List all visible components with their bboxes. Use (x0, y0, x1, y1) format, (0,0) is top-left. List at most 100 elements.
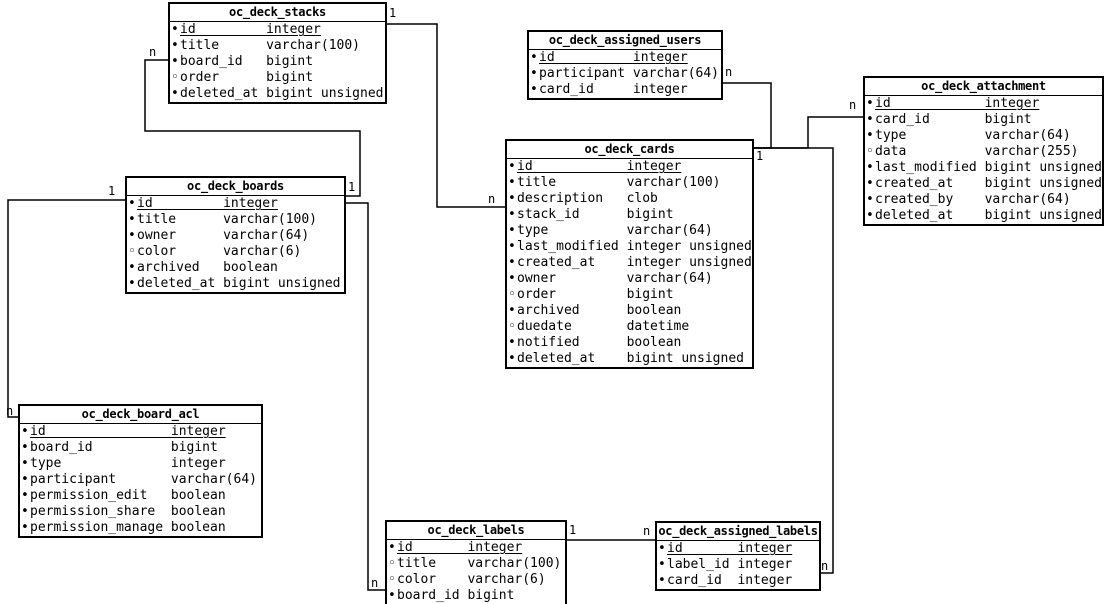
column-row-id: •id integer (127, 196, 344, 212)
entity-title: oc_deck_assigned_labels (657, 523, 819, 541)
column-text: participant varchar(64) (539, 66, 720, 81)
not-null-marker-icon: • (866, 112, 874, 127)
column-row-owner: •owner varchar(64) (507, 271, 752, 287)
column-row-notified: •notified boolean (507, 335, 752, 351)
column-row-order: ◦order bigint (507, 287, 752, 303)
column-row-id: •id integer (20, 424, 261, 440)
column-row-participant: •participant varchar(64) (20, 472, 261, 488)
entity-title: oc_deck_boards (127, 178, 344, 196)
cardinality-label-n: n (849, 98, 857, 112)
column-text: permission_edit boolean (30, 488, 226, 503)
column-row-last_modified: •last_modified bigint unsigned (865, 160, 1102, 176)
column-row-label_id: •label_id integer (657, 557, 819, 573)
not-null-marker-icon: • (866, 176, 874, 191)
column-text: stack_id bigint (517, 207, 674, 222)
cardinality-label-n: n (725, 65, 733, 79)
primary-key-column-text: id integer (137, 196, 278, 211)
entity-table-oc_deck_attachment: oc_deck_attachment•id integer•card_id bi… (863, 76, 1104, 226)
not-null-marker-icon: • (21, 440, 29, 455)
column-text: card_id integer (539, 82, 688, 97)
column-text: title varchar(100) (180, 38, 361, 53)
entity-table-oc_deck_cards: oc_deck_cards•id integer•title varchar(1… (505, 139, 754, 369)
not-null-marker-icon: • (508, 175, 516, 190)
not-null-marker-icon: • (658, 541, 666, 556)
column-row-created_by: •created_by varchar(64) (865, 192, 1102, 208)
column-text: label_id integer (667, 557, 793, 572)
column-row-permission_share: •permission_share boolean (20, 504, 261, 520)
column-row-card_id: •card_id integer (529, 82, 721, 98)
not-null-marker-icon: • (866, 192, 874, 207)
column-row-title: •title varchar(100) (507, 175, 752, 191)
not-null-marker-icon: • (508, 223, 516, 238)
cardinality-label-1: 1 (389, 6, 397, 20)
column-text: type varchar(64) (875, 128, 1071, 143)
primary-key-column-text: id integer (539, 50, 688, 65)
column-row-id: •id integer (529, 50, 721, 66)
column-row-deleted_at: •deleted_at bigint unsigned (865, 208, 1102, 224)
column-text: created_by varchar(64) (875, 192, 1071, 207)
column-text: deleted_at bigint unsigned (875, 208, 1102, 223)
connector-oc_deck_boards-oc_deck_board_acl (7, 199, 125, 418)
cardinality-label-n: n (488, 192, 496, 206)
not-null-marker-icon: • (658, 573, 666, 588)
column-row-color: ◦color varchar(6) (387, 572, 565, 588)
connector-oc_deck_stacks-oc_deck_cards (386, 23, 505, 208)
column-row-deleted_at: •deleted_at bigint unsigned (507, 351, 752, 367)
not-null-marker-icon: • (508, 303, 516, 318)
column-row-last_modified: •last_modified integer unsigned (507, 239, 752, 255)
not-null-marker-icon: • (21, 520, 29, 535)
column-text: board_id bigint (180, 54, 314, 69)
not-null-marker-icon: • (866, 128, 874, 143)
column-row-id: •id integer (387, 540, 565, 556)
primary-key-column-text: id integer (517, 159, 682, 174)
cardinality-label-n: n (821, 559, 829, 573)
column-text: last_modified integer unsigned (517, 239, 752, 254)
column-row-card_id: •card_id bigint (865, 112, 1102, 128)
connector-oc_deck_cards-oc_deck_attachment (753, 116, 863, 149)
column-text: notified boolean (517, 335, 682, 350)
column-row-board_id: •board_id bigint (170, 54, 385, 70)
not-null-marker-icon: • (530, 82, 538, 97)
not-null-marker-icon: • (128, 212, 136, 227)
column-row-deleted_at: •deleted_at bigint unsigned (127, 276, 344, 292)
not-null-marker-icon: • (530, 50, 538, 65)
cardinality-label-1: 1 (756, 149, 764, 163)
column-text: title varchar(100) (517, 175, 721, 190)
column-text: color varchar(6) (137, 244, 302, 259)
column-row-title: •title varchar(100) (127, 212, 344, 228)
not-null-marker-icon: • (508, 239, 516, 254)
entity-title: oc_deck_assigned_users (529, 32, 721, 50)
primary-key-column-text: id integer (875, 96, 1040, 111)
nullable-marker-icon: ◦ (388, 556, 396, 571)
nullable-marker-icon: ◦ (508, 287, 516, 302)
entity-title: oc_deck_attachment (865, 78, 1102, 96)
column-text: description clob (517, 191, 658, 206)
primary-key-column-text: id integer (667, 541, 793, 556)
column-row-duedate: ◦duedate datetime (507, 319, 752, 335)
not-null-marker-icon: • (171, 86, 179, 101)
not-null-marker-icon: • (508, 207, 516, 222)
connector-oc_deck_boards-oc_deck_stacks (144, 59, 361, 197)
not-null-marker-icon: • (508, 271, 516, 286)
cardinality-label-1: 1 (108, 184, 116, 198)
entity-table-oc_deck_assigned_users: oc_deck_assigned_users•id integer•partic… (527, 30, 723, 100)
not-null-marker-icon: • (508, 159, 516, 174)
not-null-marker-icon: • (508, 255, 516, 270)
not-null-marker-icon: • (171, 22, 179, 37)
column-text: deleted_at bigint unsigned (137, 276, 341, 291)
column-row-permission_edit: •permission_edit boolean (20, 488, 261, 504)
not-null-marker-icon: • (21, 472, 29, 487)
column-text: title varchar(100) (397, 556, 562, 571)
not-null-marker-icon: • (508, 351, 516, 366)
not-null-marker-icon: • (128, 276, 136, 291)
cardinality-label-1: 1 (348, 180, 356, 194)
column-text: deleted_at bigint unsigned (517, 351, 744, 366)
column-text: board_id bigint (397, 588, 515, 603)
nullable-marker-icon: ◦ (388, 572, 396, 587)
column-row-archived: •archived boolean (127, 260, 344, 276)
entity-title: oc_deck_stacks (170, 4, 385, 22)
entity-title: oc_deck_labels (387, 522, 565, 540)
nullable-marker-icon: ◦ (128, 244, 136, 259)
